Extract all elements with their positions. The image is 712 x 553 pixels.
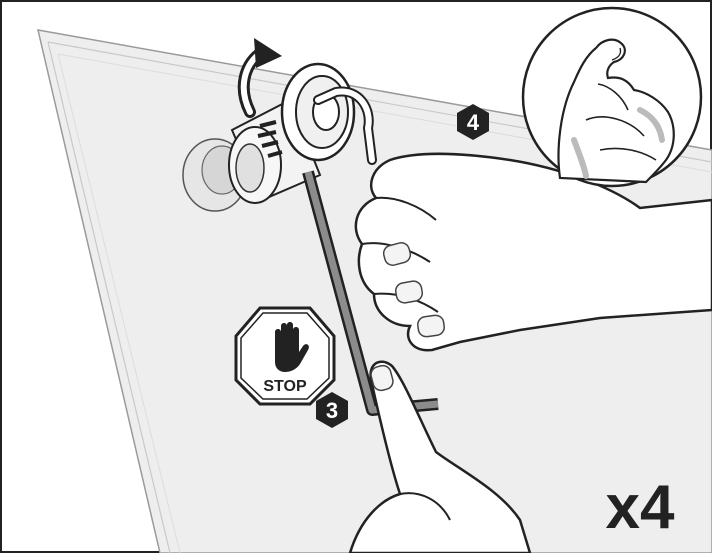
quantity-multiplier: x4 — [606, 473, 675, 542]
stop-sign-text: STOP — [263, 378, 307, 395]
stop-sign: STOP — [236, 308, 334, 404]
step-number-4: 4 — [467, 110, 480, 135]
step-number-3: 3 — [326, 398, 338, 423]
strength-callout — [523, 8, 701, 186]
